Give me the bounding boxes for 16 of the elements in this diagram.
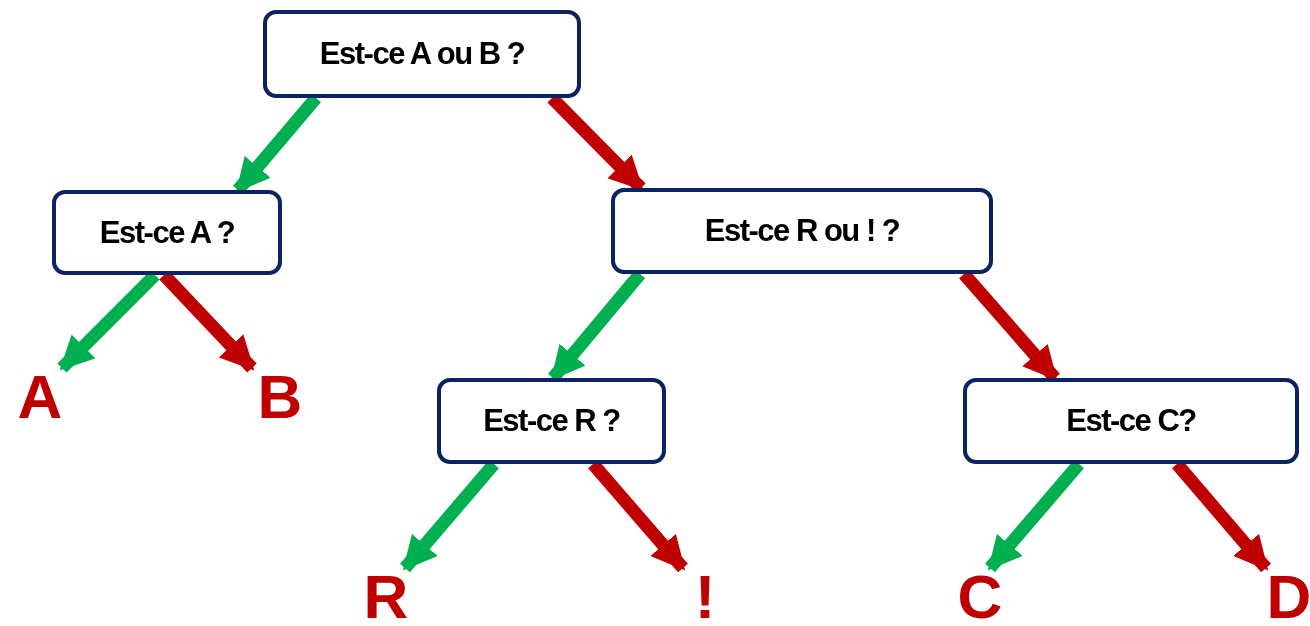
- question-box: [52, 190, 282, 275]
- leaf-label: A: [13, 368, 67, 426]
- question-text: Est-ce R ?: [483, 403, 620, 439]
- question-text: Est-ce C?: [1066, 403, 1196, 439]
- question-box: [611, 188, 993, 274]
- leaf-label: !: [690, 568, 720, 626]
- question-box: [263, 10, 581, 98]
- leaf-label: B: [255, 368, 305, 426]
- question-box: [437, 378, 666, 464]
- question-text: Est-ce A ?: [99, 214, 235, 251]
- question-text: Est-ce R ou ! ?: [704, 213, 900, 249]
- question-box: [963, 378, 1299, 464]
- leaf-label: C: [953, 568, 1007, 626]
- leaf-label: D: [1268, 568, 1310, 626]
- leaf-label: R: [360, 568, 412, 626]
- question-text: Est-ce A ou B ?: [319, 36, 525, 72]
